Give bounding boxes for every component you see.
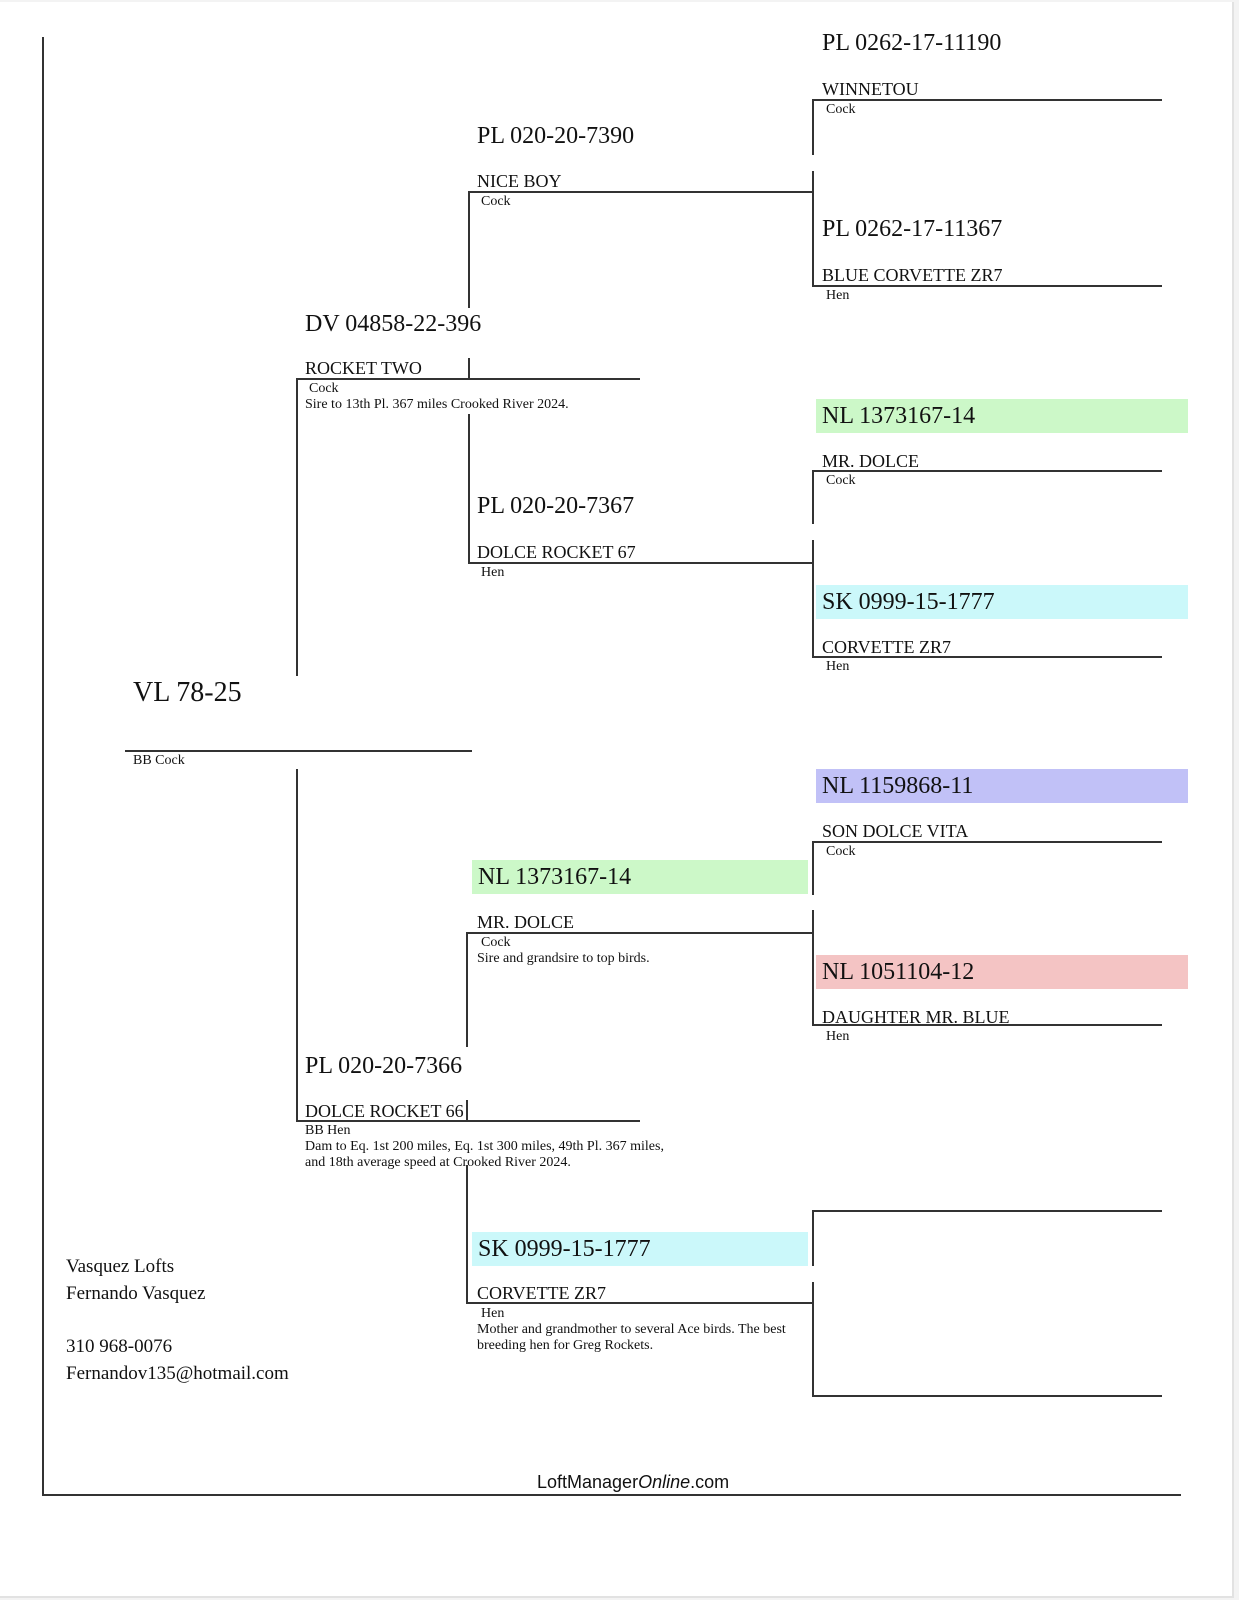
dam-dam-line	[466, 1302, 814, 1304]
sire-sire-name: NICE BOY	[477, 171, 562, 191]
dam-dam-name: CORVETTE ZR7	[477, 1283, 607, 1303]
dam-dam-bracket	[466, 1165, 468, 1303]
dam-bracket	[296, 769, 298, 1122]
sire-name: ROCKET TWO	[305, 358, 422, 378]
sire-sire-sex: Cock	[481, 194, 511, 209]
owner-loft: Vasquez Lofts	[66, 1256, 175, 1277]
subject-sex: BB Cock	[133, 753, 185, 768]
dam-sire-ring: NL 1373167-14	[472, 860, 808, 894]
ds-dam-sex: Hen	[826, 1029, 850, 1044]
dam-sire-bracket	[466, 932, 468, 1047]
ss-sire-line	[812, 99, 1162, 101]
dam-line	[296, 1120, 640, 1122]
dam-bracket-connector	[466, 1100, 468, 1120]
dam-dam-note: Mother and grandmother to several Ace bi…	[477, 1322, 786, 1353]
ss-dam-sex: Hen	[826, 288, 850, 303]
sd-lower-bracket	[812, 540, 814, 658]
sire-sire-line	[468, 191, 814, 193]
subject-ring: VL 78-25	[133, 677, 242, 708]
dam-ring: PL 020-20-7366	[305, 1053, 463, 1079]
sd-sire-ring: NL 1373167-14	[816, 399, 1188, 433]
dd-lower-bracket	[812, 1282, 814, 1397]
owner-name: Fernando Vasquez	[66, 1283, 206, 1304]
sire-dam-bracket	[468, 414, 470, 563]
dd-sire-line-empty	[812, 1210, 1162, 1212]
sd-upper-bracket	[812, 470, 814, 524]
ss-lower-bracket	[812, 171, 814, 286]
bottom-border	[42, 1494, 1181, 1496]
ds-dam-name: DAUGHTER MR. BLUE	[822, 1007, 1010, 1027]
brand-part-3: .com	[690, 1472, 730, 1492]
dam-name: DOLCE ROCKET 66	[305, 1101, 464, 1121]
sire-bracket-connector	[468, 358, 470, 378]
ds-sire-line	[812, 841, 1162, 843]
ds-dam-line	[812, 1024, 1162, 1026]
sd-dam-sex: Hen	[826, 659, 850, 674]
ds-upper-bracket	[812, 841, 814, 895]
sd-sire-sex: Cock	[826, 473, 856, 488]
sd-dam-name: CORVETTE ZR7	[822, 637, 952, 657]
dam-sire-line	[466, 932, 814, 934]
left-border	[42, 37, 44, 1496]
sd-dam-ring: SK 0999-15-1777	[816, 585, 1188, 619]
sd-sire-name: MR. DOLCE	[822, 451, 920, 471]
brand-part-1: LoftManager	[537, 1472, 639, 1492]
sire-dam-name: DOLCE ROCKET 67	[477, 542, 636, 562]
ss-sire-ring: PL 0262-17-11190	[822, 30, 1002, 56]
footer-brand[interactable]: LoftManagerOnline.com	[537, 1472, 729, 1493]
sire-sire-ring: PL 020-20-7390	[477, 123, 635, 149]
ds-sire-ring: NL 1159868-11	[816, 769, 1188, 803]
sire-line	[296, 378, 640, 380]
ds-lower-bracket	[812, 910, 814, 1025]
ss-dam-ring: PL 0262-17-11367	[822, 216, 1003, 242]
ss-dam-name: BLUE CORVETTE ZR7	[822, 265, 1003, 285]
dd-upper-bracket	[812, 1210, 814, 1266]
brand-part-2: Online	[638, 1472, 691, 1492]
sire-dam-line	[468, 562, 814, 564]
sd-dam-line	[812, 656, 1162, 658]
sire-note: Sire to 13th Pl. 367 miles Crooked River…	[305, 397, 569, 412]
dam-sex: BB Hen	[305, 1123, 351, 1138]
sire-dam-sex: Hen	[481, 565, 505, 580]
sire-sire-bracket	[468, 191, 470, 308]
dam-note: Dam to Eq. 1st 200 miles, Eq. 1st 300 mi…	[305, 1139, 664, 1170]
dam-sire-name: MR. DOLCE	[477, 912, 575, 932]
dam-sire-note: Sire and grandsire to top birds.	[477, 951, 650, 966]
dam-sire-sex: Cock	[481, 935, 511, 950]
dd-dam-line-empty	[812, 1395, 1162, 1397]
ss-sire-sex: Cock	[826, 102, 856, 117]
sire-dam-ring: PL 020-20-7367	[477, 493, 635, 519]
dam-dam-sex: Hen	[481, 1306, 505, 1321]
ss-dam-line	[812, 285, 1162, 287]
subject-line	[125, 750, 472, 752]
owner-email[interactable]: Fernandov135@hotmail.com	[66, 1363, 289, 1384]
dam-dam-ring: SK 0999-15-1777	[472, 1232, 808, 1266]
sire-ring: DV 04858-22-396	[305, 311, 482, 337]
sire-bracket	[296, 378, 298, 676]
ss-upper-bracket	[812, 99, 814, 155]
sd-sire-line	[812, 470, 1162, 472]
ss-sire-name: WINNETOU	[822, 79, 919, 99]
ds-dam-ring: NL 1051104-12	[816, 955, 1188, 989]
sire-sex: Cock	[309, 381, 339, 396]
owner-phone: 310 968-0076	[66, 1336, 173, 1357]
ds-sire-sex: Cock	[826, 844, 856, 859]
ds-sire-name: SON DOLCE VITA	[822, 821, 969, 841]
